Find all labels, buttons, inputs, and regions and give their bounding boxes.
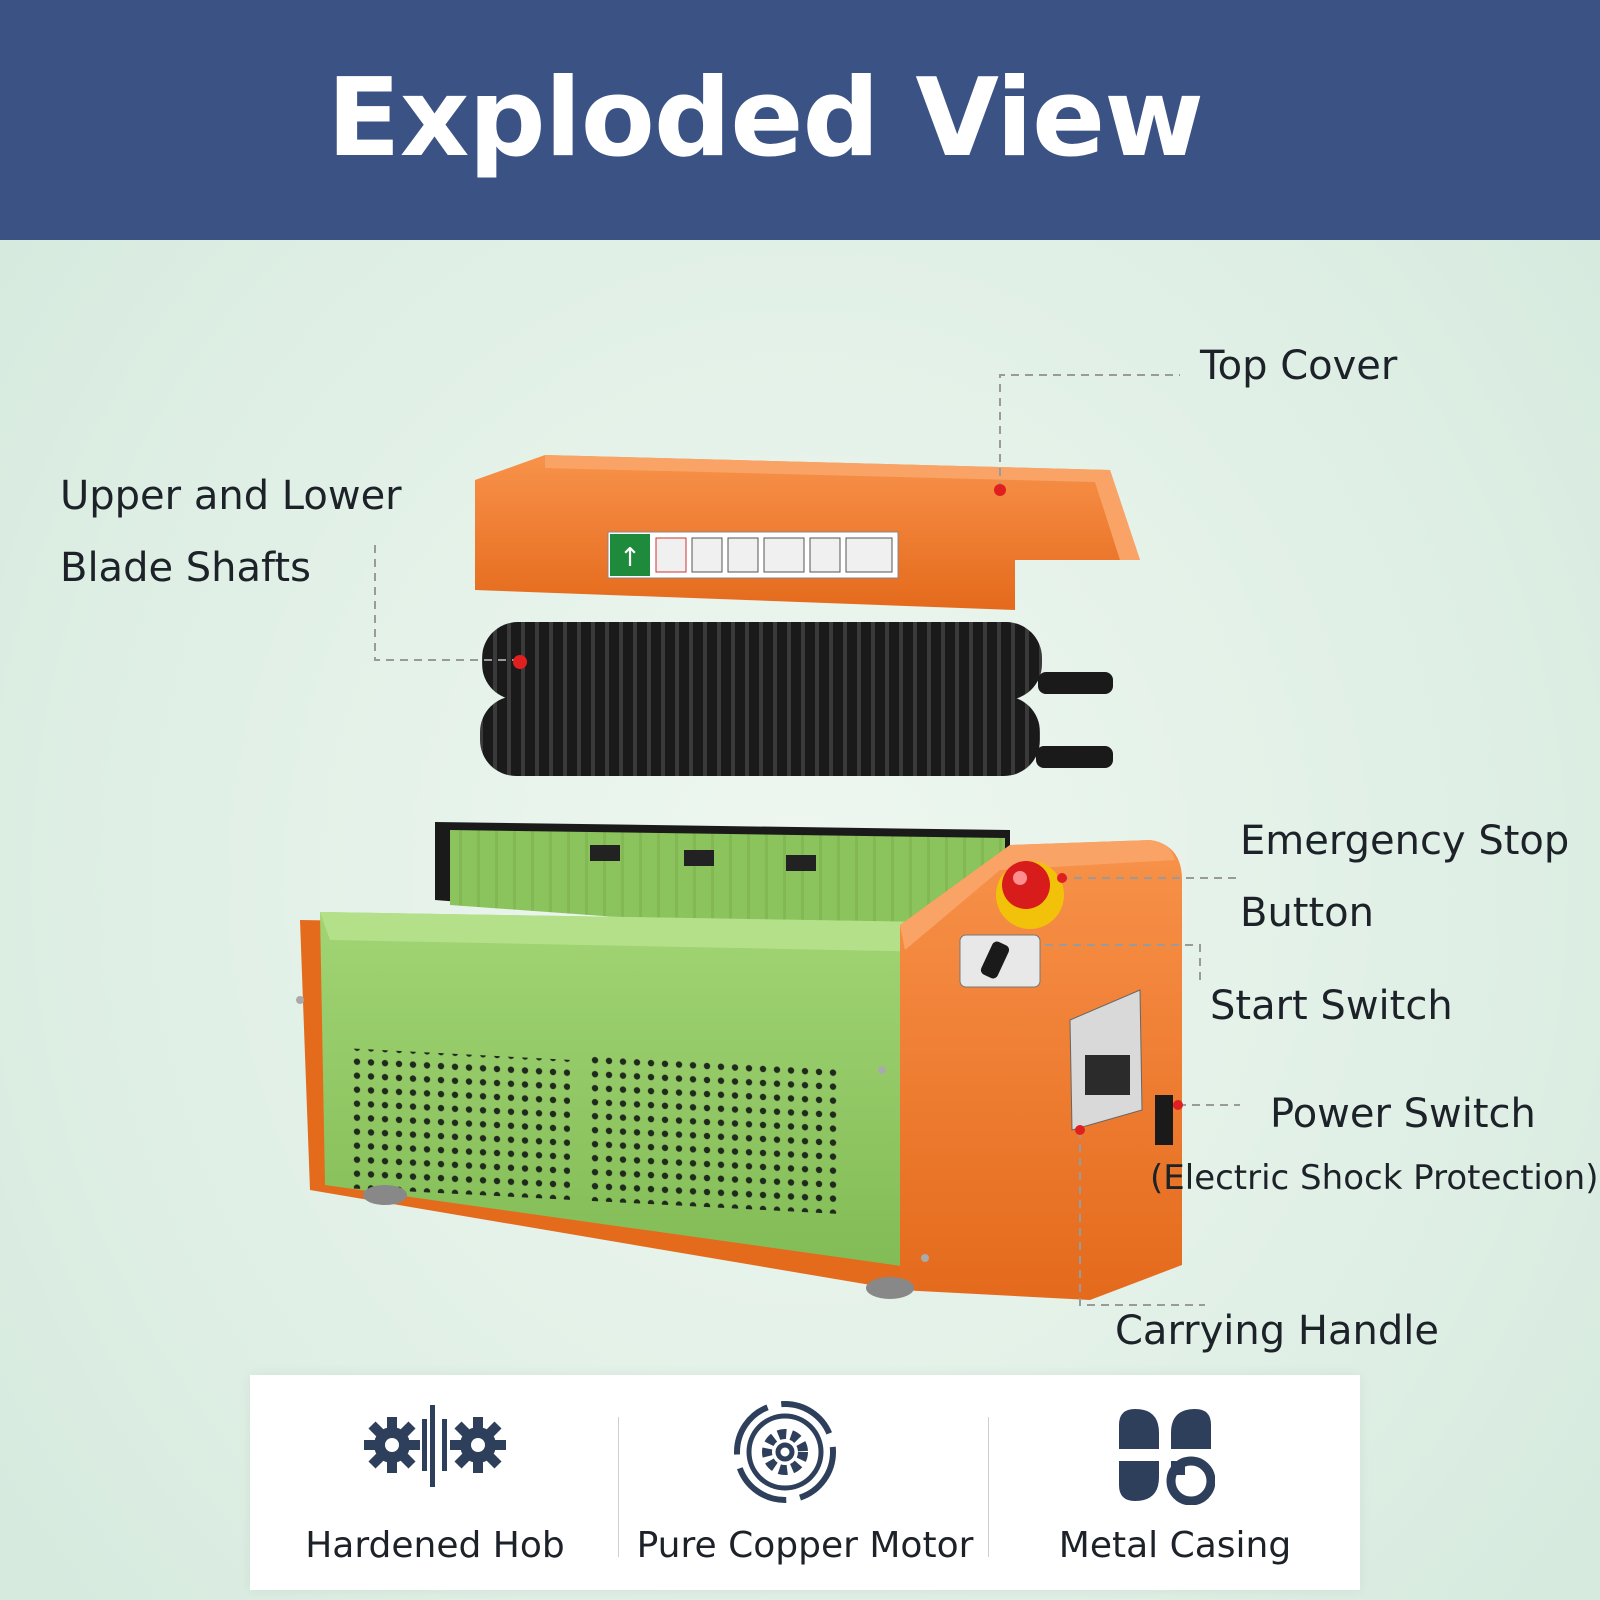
header-banner: Exploded View xyxy=(0,0,1600,240)
callout-dots xyxy=(513,484,1183,1135)
motor-icon xyxy=(734,1401,836,1503)
feature-label: Pure Copper Motor xyxy=(636,1525,974,1566)
feature-hardened-hob: Hardened Hob xyxy=(250,1375,620,1590)
gears-icon xyxy=(364,1405,506,1487)
callout-lines xyxy=(374,374,1240,1306)
casing-icon xyxy=(1119,1409,1215,1505)
emergency-stop-label-line1: Emergency Stop xyxy=(1240,818,1570,864)
top-cover-label: Top Cover xyxy=(1200,343,1398,389)
feature-metal-casing: Metal Casing xyxy=(990,1375,1360,1590)
svg-text:↑: ↑ xyxy=(619,543,641,573)
feature-label: Metal Casing xyxy=(1058,1525,1292,1566)
carrying-handle-label: Carrying Handle xyxy=(1115,1308,1439,1354)
page-title: Exploded View xyxy=(326,56,1204,181)
emergency-stop-label-line2: Button xyxy=(1240,890,1374,936)
hopper-part xyxy=(435,822,1010,945)
feature-divider xyxy=(618,1417,619,1557)
feature-label: Hardened Hob xyxy=(305,1525,565,1566)
feature-divider xyxy=(988,1417,989,1557)
blade-shafts-label-line2: Blade Shafts xyxy=(60,545,311,591)
blade-shafts-part xyxy=(480,622,1113,776)
power-switch-label: Power Switch xyxy=(1270,1091,1536,1137)
machine-body xyxy=(296,840,1182,1300)
features-panel: Hardened Hob Pure Copper Motor Metal Cas… xyxy=(250,1375,1360,1590)
power-switch-note: (Electric Shock Protection) xyxy=(1150,1158,1599,1198)
blade-shafts-label-line1: Upper and Lower xyxy=(60,473,402,519)
feature-copper-motor: Pure Copper Motor xyxy=(620,1375,990,1590)
start-switch-label: Start Switch xyxy=(1210,983,1453,1029)
top-cover-part: ↑ xyxy=(475,455,1140,610)
